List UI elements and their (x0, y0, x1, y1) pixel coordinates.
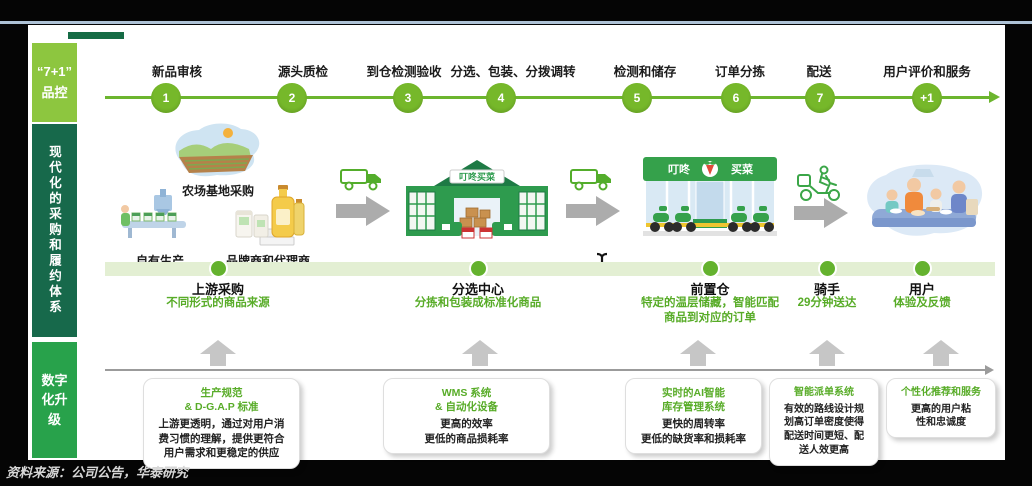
upgrade-card-ai-inventory: 实时的AI智能 库存管理系统 更快的周转率 更低的缺货率和损耗率 (625, 378, 762, 455)
frontline-store-icon: 叮咚 买菜 (643, 157, 777, 236)
step-label-1: 新品审核 (151, 65, 203, 79)
sidebar-system-label: 现代化的采购和履约体系 (47, 145, 61, 316)
arrow-up-icon (680, 340, 716, 366)
station-name-upstream: 上游采购 (191, 282, 245, 297)
upgrade-card-dispatch: 智能派单系统 有效的路线设计规 划高订单密度使得 配送时间更短、配 送人效更高 (769, 378, 879, 466)
station-desc-sorting: 分拣和包装成标准化商品 (414, 297, 542, 309)
upgrade-card-title: 智能派单系统 (794, 387, 854, 398)
arrow-right-icon (794, 198, 848, 228)
arrow-up-icon (809, 340, 845, 366)
arrow-up-icon (462, 340, 498, 366)
slide: “7+1” 品控 现代化的采购和履约体系 数字化升级 新品审核 源头质检 到仓检… (28, 25, 1005, 469)
production-line-icon (121, 189, 186, 238)
sidebar-quality-control: “7+1” 品控 (32, 43, 77, 122)
step-circle-7: 7 (805, 83, 835, 113)
chain-dot-sorting (470, 261, 486, 276)
upgrade-card-title: WMS 系统 & 自动化设备 (435, 387, 498, 414)
step-circle-6: 6 (721, 83, 751, 113)
upgrade-card-body: 更快的周转率 更低的缺货率和损耗率 (641, 418, 746, 445)
step-label-7: 配送 (806, 65, 832, 79)
chain-dot-upstream (210, 261, 226, 276)
digital-axis-arrowhead-icon (985, 365, 994, 375)
process-line (105, 96, 991, 99)
step-circle-3: 3 (393, 83, 423, 113)
upgrade-card-production: 生产规范 & D-G.A.P 标准 上游更透明，通过对用户消 费习惯的理解，提供… (143, 378, 300, 469)
upgrade-card-wms: WMS 系统 & 自动化设备 更高的效率 更低的商品损耗率 (383, 378, 550, 455)
station-name-sorting: 分选中心 (451, 282, 505, 297)
arrow-right-icon (336, 196, 390, 226)
arrow-up-icon (200, 340, 236, 366)
store-scooters (650, 206, 774, 232)
delivery-truck-icon (570, 169, 611, 191)
store-sign-left: 叮咚 (668, 162, 691, 176)
upgrade-card-body: 上游更透明，通过对用户消 费习惯的理解，提供更符合 用户需求和更稳定的供应 (158, 418, 285, 460)
step-circle-8: +1 (912, 83, 942, 113)
station-name-user: 用户 (908, 282, 936, 297)
station-name-rider: 骑手 (813, 282, 841, 297)
step-circle-5: 5 (622, 83, 652, 113)
chain-dot-user (914, 261, 930, 276)
step-label-8: 用户评价和服务 (883, 65, 971, 79)
source-note: 资料来源：公司公告，华泰研究 (6, 465, 189, 480)
accent-bar (68, 32, 124, 39)
upgrade-card-personalization: 个性化推荐和服务 更高的用户粘 性和忠诚度 (886, 378, 996, 439)
process-line-arrowhead-icon (989, 91, 1000, 103)
farm-label: 农场基地采购 (181, 184, 255, 198)
family-cooking-icon (867, 164, 983, 236)
station-desc-upstream: 不同形式的商品来源 (166, 297, 270, 309)
sidebar-digital-label: 数字化升级 (41, 372, 68, 427)
arrow-up-icon (923, 340, 959, 366)
step-circle-4: 4 (486, 83, 516, 113)
station-desc-rider: 29分钟送达 (797, 297, 857, 309)
store-sign-right: 买菜 (731, 162, 754, 176)
upgrade-card-body: 有效的路线设计规 划高订单密度使得 配送时间更短、配 送人效更高 (784, 403, 864, 456)
station-desc-user: 体验及反馈 (893, 297, 951, 309)
upgrade-card-body: 更高的效率 更低的商品损耗率 (424, 418, 509, 445)
step-label-5: 检测和储存 (613, 65, 677, 79)
top-rule (0, 21, 1032, 24)
sidebar-quality-label: “7+1” 品控 (36, 63, 73, 100)
station-desc-frontline: 特定的温层储藏，智能匹配 商品到对应的订单 (641, 297, 779, 324)
step-circle-1: 1 (151, 83, 181, 113)
step-label-3: 到仓检测验收 (366, 65, 442, 79)
farm-scene-icon (175, 123, 260, 177)
upgrade-card-body: 更高的用户粘 性和忠诚度 (911, 403, 971, 429)
upgrade-card-title: 实时的AI智能 库存管理系统 (662, 387, 725, 414)
upgrade-card-title: 个性化推荐和服务 (901, 387, 981, 398)
sidebar-digital-upgrade: 数字化升级 (32, 342, 77, 458)
step-circle-2: 2 (277, 83, 307, 113)
step-label-2: 源头质检 (277, 65, 329, 79)
arrow-right-icon (566, 196, 620, 226)
chain-dot-rider (819, 261, 835, 276)
packaged-goods-icon (235, 185, 305, 246)
upgrade-card-title: 生产规范 & D-G.A.P 标准 (184, 387, 259, 414)
station-name-frontline: 前置仓 (690, 282, 730, 297)
sorting-center-icon: 叮咚买菜 (406, 160, 548, 239)
warehouse-sign-text: 叮咚买菜 (459, 171, 496, 182)
step-label-4: 分选、包装、分拨调转 (450, 65, 576, 79)
step-label-6: 订单分拣 (714, 65, 766, 79)
chain-dot-frontline (702, 261, 718, 276)
digital-axis-line (105, 369, 989, 371)
delivery-truck-icon (340, 169, 381, 191)
delivery-rider-icon (797, 165, 840, 201)
chain-band (105, 262, 995, 276)
sidebar-procurement-system: 现代化的采购和履约体系 (32, 124, 77, 337)
